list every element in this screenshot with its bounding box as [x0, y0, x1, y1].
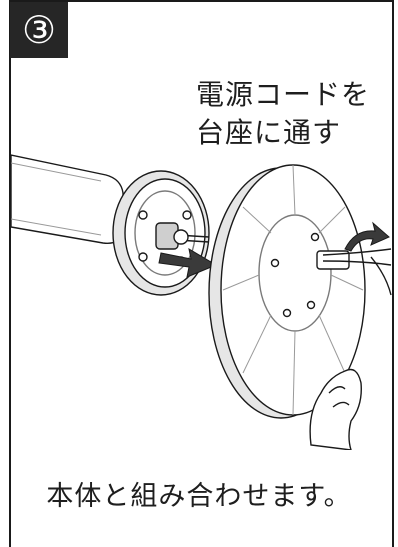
power-cord — [173, 229, 210, 245]
screw-hole — [182, 210, 192, 220]
lamp-arm — [11, 154, 124, 244]
curved-arrow-icon — [344, 221, 390, 252]
step-badge: ③ — [10, 2, 68, 58]
screw-hole — [306, 300, 316, 310]
hand-illustration — [309, 368, 362, 450]
step-number: ③ — [21, 8, 57, 52]
instruction-line-2: 台座に通す — [196, 116, 342, 149]
instruction-line-1: 電源コードを — [196, 78, 371, 111]
screw-hole — [310, 232, 320, 242]
assembly-illustration — [11, 154, 392, 450]
screw-hole — [138, 210, 148, 220]
arm-flange — [112, 170, 210, 296]
power-cord-exit — [322, 248, 392, 296]
instruction-text: 電源コードを 台座に通す — [196, 76, 386, 152]
pull-arrow-icon — [158, 247, 218, 278]
screw-hole — [138, 252, 148, 262]
base-disc — [208, 164, 366, 419]
page-frame — [9, 0, 394, 547]
screw-hole — [282, 308, 292, 318]
screw-hole — [270, 258, 280, 268]
caption-text: 本体と組み合わせます。 — [46, 481, 352, 512]
